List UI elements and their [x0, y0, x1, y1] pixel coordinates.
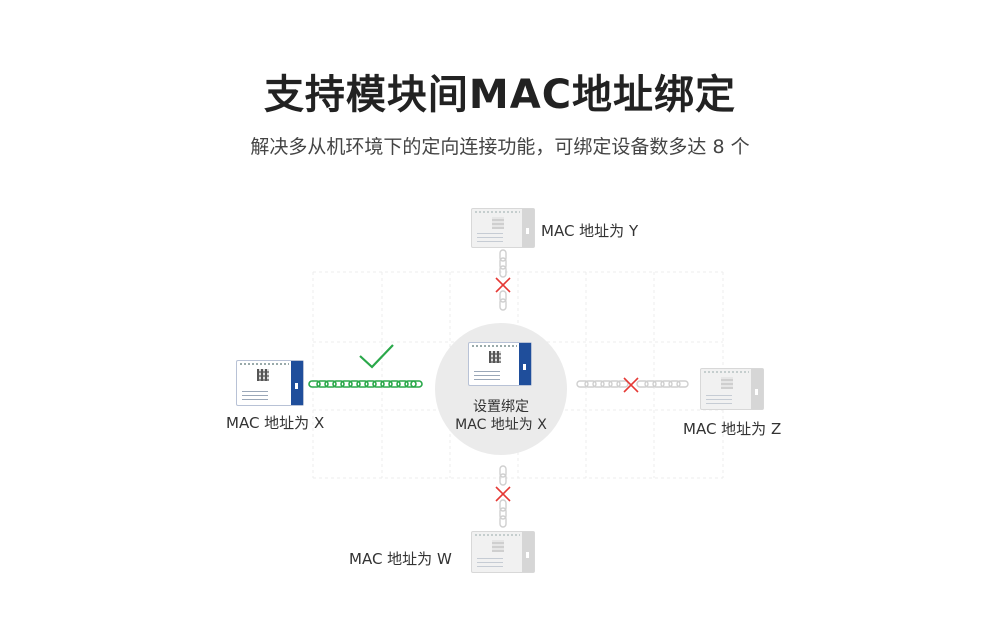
center-label-line1: 设置绑定 [473, 399, 529, 415]
node-label-top: MAC 地址为 Y [541, 222, 639, 240]
node-label-right: MAC 地址为 Z [683, 420, 782, 438]
page-title: 支持模块间MAC地址绑定 [263, 72, 737, 118]
node-label-bottom: MAC 地址为 W [349, 550, 452, 568]
module-left [236, 360, 304, 406]
cross-icon-top [495, 277, 511, 293]
center-label-line2: MAC 地址为 X [455, 417, 547, 433]
chain-link-icon-bottom [499, 465, 507, 528]
chain-link-icon-right [576, 380, 689, 388]
module-top [471, 208, 535, 248]
page-subtitle: 解决多从机环境下的定向连接功能，可绑定设备数多达 8 个 [250, 136, 750, 158]
module-center [468, 342, 532, 386]
check-icon [359, 344, 394, 369]
cross-icon-bottom [495, 486, 511, 502]
module-right [700, 368, 764, 410]
node-label-left: MAC 地址为 X [226, 414, 325, 432]
cross-icon-right [623, 377, 639, 393]
module-bottom [471, 531, 535, 573]
chain-link-icon-top [499, 249, 507, 311]
chain-link-icon-left [308, 380, 423, 388]
